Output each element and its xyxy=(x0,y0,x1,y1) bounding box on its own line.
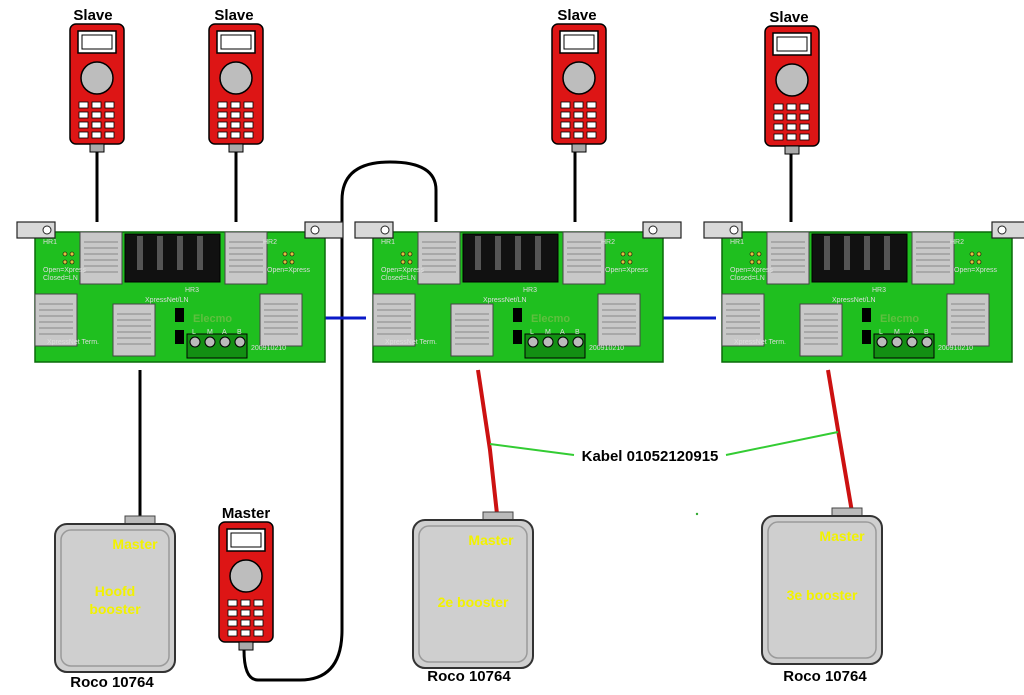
terminal-b: B xyxy=(237,329,242,336)
cable-label: Kabel 01052120915 xyxy=(582,448,719,465)
board-2: HR2 HR1 HR3 Open=Xpress Closed=LN Open=X… xyxy=(355,222,681,362)
svg-text:M: M xyxy=(894,329,900,336)
svg-text:HR1: HR1 xyxy=(43,239,57,246)
slave-label-4: Slave xyxy=(769,9,808,26)
booster-3-tag: Master xyxy=(819,528,865,544)
svg-text:XpressNet Term.: XpressNet Term. xyxy=(47,339,99,346)
svg-text:A: A xyxy=(909,329,914,336)
svg-text:HR1: HR1 xyxy=(730,239,744,246)
svg-text:200910210: 200910210 xyxy=(251,345,286,352)
slave-label-2: Slave xyxy=(214,7,253,24)
slave-throttle-1 xyxy=(69,23,125,153)
slave-throttle-3 xyxy=(551,23,607,153)
booster-2-name: 2e booster xyxy=(438,594,509,610)
svg-text:HR1: HR1 xyxy=(381,239,395,246)
booster-3-model: Roco 10764 xyxy=(783,668,867,685)
svg-text:HR3: HR3 xyxy=(523,287,537,294)
svg-text:B: B xyxy=(575,329,580,336)
svg-text:M: M xyxy=(545,329,551,336)
svg-text:Open=Xpress: Open=Xpress xyxy=(605,267,648,274)
cable-callout-lines xyxy=(489,431,839,456)
terminal-m: M xyxy=(207,329,213,336)
svg-text:Open=Xpress: Open=Xpress xyxy=(43,267,86,274)
svg-text:Open=Xpress: Open=Xpress xyxy=(954,267,997,274)
svg-text:XpressNet Term.: XpressNet Term. xyxy=(385,339,437,346)
svg-text:Closed=LN: Closed=LN xyxy=(730,275,765,282)
booster-1-model: Roco 10764 xyxy=(70,674,154,691)
booster-2-tag: Master xyxy=(468,532,514,548)
svg-text:HR3: HR3 xyxy=(185,287,199,294)
master-throttle-label: Master xyxy=(222,505,271,522)
svg-text:200910210: 200910210 xyxy=(938,345,973,352)
svg-text:HR2: HR2 xyxy=(263,239,277,246)
svg-text:Closed=LN: Closed=LN xyxy=(381,275,416,282)
svg-text:HR2: HR2 xyxy=(601,239,615,246)
svg-text:L: L xyxy=(879,329,883,336)
svg-text:L: L xyxy=(530,329,534,336)
svg-text:A: A xyxy=(560,329,565,336)
svg-text:XpressNet/LN: XpressNet/LN xyxy=(145,297,189,304)
svg-text:Elecmo: Elecmo xyxy=(193,313,232,325)
slave-label-3: Slave xyxy=(557,7,596,24)
booster-2: Master 2e booster xyxy=(412,511,534,669)
svg-text:HR3: HR3 xyxy=(872,287,886,294)
master-throttle xyxy=(218,521,274,651)
booster-1: Master Hoofd booster xyxy=(54,515,176,673)
terminal-l: L xyxy=(192,329,196,336)
svg-text:200910210: 200910210 xyxy=(589,345,624,352)
board-3: HR2 HR1 HR3 Open=Xpress Closed=LN Open=X… xyxy=(704,222,1024,362)
booster-3: Master 3e booster xyxy=(761,507,883,665)
slave-throttle-4 xyxy=(764,25,820,155)
booster-3-name: 3e booster xyxy=(787,587,858,603)
svg-text:HR2: HR2 xyxy=(950,239,964,246)
svg-text:Elecmo: Elecmo xyxy=(880,313,919,325)
svg-text:Open=Xpress: Open=Xpress xyxy=(381,267,424,274)
svg-text:Closed=LN: Closed=LN xyxy=(43,275,78,282)
svg-text:Open=Xpress: Open=Xpress xyxy=(730,267,773,274)
board-1: HR2 HR1 HR3 Open=Xpress Closed=LN Open=X… xyxy=(17,222,343,362)
slave-throttle-2 xyxy=(208,23,264,153)
throttle-cables xyxy=(95,150,793,682)
svg-text:B: B xyxy=(924,329,929,336)
booster-1-name-line1: Hoofd xyxy=(95,583,135,599)
terminal-a: A xyxy=(222,329,227,336)
booster-cables xyxy=(476,369,854,515)
svg-text:XpressNet Term.: XpressNet Term. xyxy=(734,339,786,346)
svg-text:XpressNet/LN: XpressNet/LN xyxy=(483,297,527,304)
svg-text:XpressNet/LN: XpressNet/LN xyxy=(832,297,876,304)
svg-text:Elecmo: Elecmo xyxy=(531,313,570,325)
booster-1-name-line2: booster xyxy=(89,601,141,617)
booster-2-model: Roco 10764 xyxy=(427,668,511,685)
booster-1-tag: Master xyxy=(112,536,158,552)
svg-text:Open=Xpress: Open=Xpress xyxy=(267,267,310,274)
slave-label-1: Slave xyxy=(73,7,112,24)
